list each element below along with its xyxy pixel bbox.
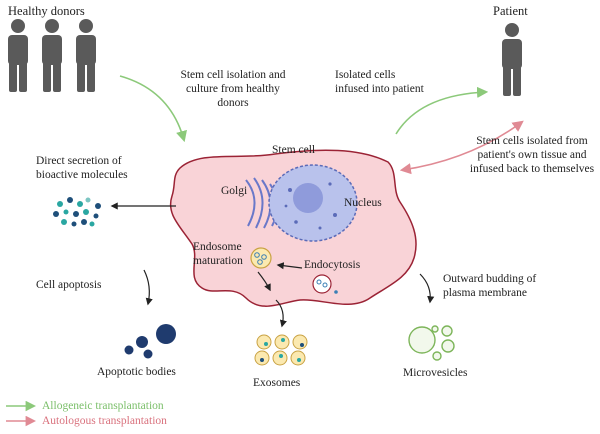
secretion-line-2: bioactive molecules bbox=[36, 169, 128, 181]
endosome-line-1: Endosome bbox=[193, 241, 242, 253]
isolation-label: Stem cell isolation and culture from hea… bbox=[163, 68, 303, 110]
isolation-line-1: Stem cell isolation and bbox=[180, 69, 286, 81]
endocytosis-arrow bbox=[276, 262, 303, 270]
apoptotic-bodies-label: Apoptotic bodies bbox=[97, 366, 176, 378]
bioactive-molecules-icon bbox=[53, 197, 101, 227]
patient-icon bbox=[502, 23, 522, 96]
endosome-icon bbox=[250, 247, 272, 269]
legend-allogeneic-label: Allogeneic transplantation bbox=[42, 400, 164, 412]
direct-secretion-label: Direct secretion of bioactive molecules bbox=[36, 154, 128, 182]
stem-cell-label: Stem cell bbox=[272, 144, 316, 156]
endocytosis-label: Endocytosis bbox=[304, 259, 361, 271]
nucleus bbox=[268, 164, 358, 242]
allogeneic-arrow-patient bbox=[395, 86, 489, 135]
budding-label: Outward budding of plasma membrane bbox=[443, 272, 536, 300]
healthy-donors-label: Healthy donors bbox=[8, 4, 85, 18]
autologous-description-label: Stem cells isolated from patient's own t… bbox=[462, 134, 600, 176]
budding-line-2: plasma membrane bbox=[443, 287, 527, 299]
legend-autologous-label: Autologous transplantation bbox=[42, 415, 167, 427]
golgi-apparatus bbox=[245, 177, 279, 229]
infused-line-2: infused into patient bbox=[335, 83, 424, 95]
budding-line-1: Outward budding of bbox=[443, 273, 537, 285]
isolation-line-2: culture from healthy bbox=[186, 83, 280, 95]
budding-arrow bbox=[419, 273, 435, 304]
healthy-donors-icon bbox=[8, 19, 96, 92]
apoptotic-bodies-icon bbox=[124, 324, 176, 359]
endosome-maturation-label: Endosome maturation bbox=[193, 240, 243, 268]
cell-apoptosis-label: Cell apoptosis bbox=[36, 279, 102, 291]
microvesicles-label: Microvesicles bbox=[403, 367, 468, 379]
apoptosis-arrow bbox=[143, 269, 153, 306]
autologous-line-2: patient's own tissue and bbox=[477, 149, 587, 161]
autologous-arrow bbox=[399, 120, 524, 175]
secretion-line-1: Direct secretion of bbox=[36, 155, 122, 167]
allogeneic-arrow-donors bbox=[119, 75, 187, 143]
patient-label: Patient bbox=[493, 4, 528, 18]
autologous-line-1: Stem cells isolated from bbox=[476, 135, 588, 147]
infused-line-1: Isolated cells bbox=[335, 69, 396, 81]
exosomes-arrow bbox=[275, 299, 287, 328]
exosomes-icon bbox=[254, 334, 308, 366]
infused-label: Isolated cells infused into patient bbox=[335, 68, 424, 96]
endocytosis-vesicle-icon bbox=[312, 274, 338, 294]
golgi-label: Golgi bbox=[221, 185, 248, 197]
exosomes-label: Exosomes bbox=[253, 377, 301, 389]
microvesicles-icon bbox=[408, 325, 455, 361]
isolation-line-3: donors bbox=[217, 97, 249, 109]
autologous-line-3: infused back to themselves bbox=[469, 163, 595, 175]
endosome-line-2: maturation bbox=[193, 255, 243, 267]
nucleus-label: Nucleus bbox=[344, 197, 382, 209]
exosome-release-arrow bbox=[257, 271, 271, 292]
